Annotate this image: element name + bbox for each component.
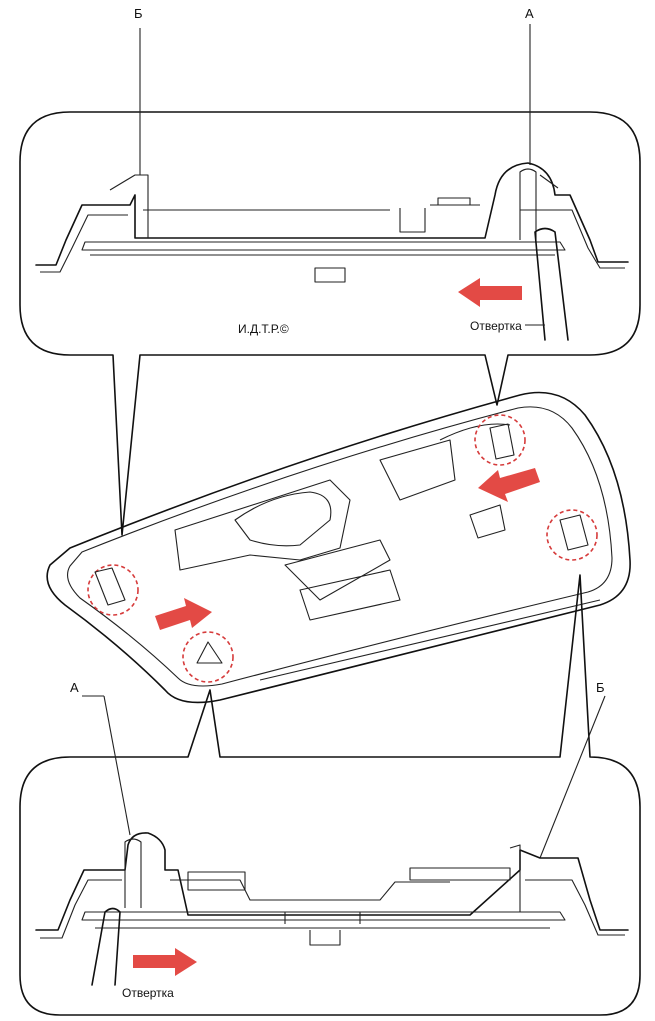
clip-marker-left: [87, 564, 139, 616]
tool-label-bottom: Отвертка: [122, 986, 174, 1000]
clip-shape-b-left: [94, 567, 126, 606]
top-clip-a: [519, 168, 559, 240]
assembly-arrow-left: [478, 468, 540, 502]
bottom-right-callout: Б: [596, 680, 605, 695]
lamp-assembly-overview: [46, 391, 631, 704]
bottom-panel-frame: [19, 574, 641, 1016]
bottom-detail-panel: [19, 574, 641, 1016]
copyright-label: И.Д.Т.Р.©: [238, 322, 289, 336]
bottom-trim-inner: [40, 879, 625, 939]
top-base-plate: [81, 241, 566, 283]
top-trim-inner: [40, 204, 625, 273]
top-screwdriver: [534, 227, 569, 341]
bottom-center-tabs: [187, 871, 361, 924]
clip-marker-right: [546, 509, 598, 561]
top-arrow-left: [458, 278, 522, 307]
top-right-callout: А: [525, 6, 534, 21]
assembly-inner-shell: [67, 406, 613, 687]
bottom-screwdriver: [91, 907, 121, 986]
tool-label-top: Отвертка: [470, 319, 522, 333]
top-detail-panel: [19, 24, 641, 536]
bottom-arrow-right: [133, 948, 197, 976]
top-panel-frame: [19, 111, 641, 536]
clip-shape-a-top: [489, 423, 515, 460]
clip-marker-top-right: [474, 414, 526, 466]
clip-shape-b-right: [559, 514, 589, 551]
top-trim-outline: [35, 162, 629, 266]
top-left-callout: Б: [134, 6, 143, 21]
assembly-outer-shell: [46, 391, 631, 704]
top-clip-b: [109, 174, 149, 238]
clip-marker-bottom-left: [182, 631, 234, 683]
clip-shape-a-bottom: [196, 641, 223, 664]
bottom-left-callout: А: [70, 680, 79, 695]
bottom-clip-a: [124, 838, 142, 908]
bottom-leader-a-down: [103, 695, 131, 836]
assembly-arrow-right: [155, 598, 212, 630]
bottom-base-plate: [81, 911, 566, 946]
top-center-tabs: [399, 197, 471, 233]
assembly-details: [174, 423, 601, 681]
bottom-leader-b: [539, 695, 606, 859]
bottom-clip-b: [409, 844, 521, 912]
